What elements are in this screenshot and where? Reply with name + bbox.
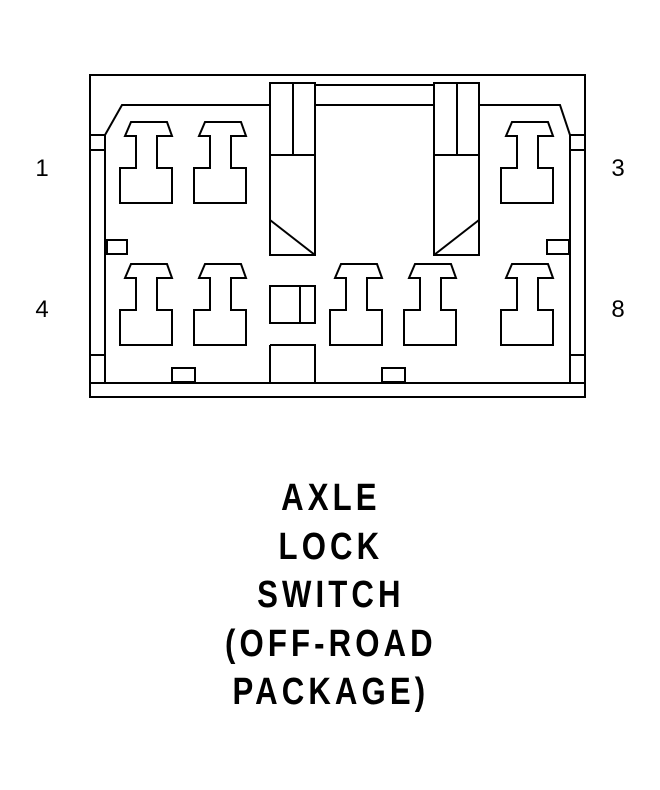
connector-outer-shell (89, 74, 586, 398)
caption-line: SWITCH (257, 574, 405, 616)
terminal-cavity (500, 263, 555, 346)
left-tab (106, 239, 128, 255)
pin-label-3: 3 (611, 155, 624, 182)
inner-cavity (90, 104, 585, 383)
pin-label-1: 1 (35, 155, 48, 182)
right-latch (433, 82, 480, 256)
caption-line: AXLE (281, 477, 381, 519)
right-tab (546, 239, 570, 255)
terminal-cavity (119, 121, 174, 204)
terminal-cavity (500, 121, 555, 204)
pin-label-8: 8 (611, 296, 624, 323)
pin-label-4: 4 (35, 296, 48, 323)
terminal-cavity (193, 121, 248, 204)
terminal-cavity (193, 263, 248, 346)
top-bridge (314, 84, 435, 106)
diagram-caption: AXLE LOCK SWITCH (OFF-ROAD PACKAGE) (60, 474, 601, 717)
bottom-tab-right (381, 367, 406, 383)
left-latch (269, 82, 316, 256)
terminal-cavity (403, 263, 458, 346)
bottom-tab-left (171, 367, 196, 383)
terminal-cavity (329, 263, 384, 346)
caption-line: LOCK (278, 525, 384, 568)
caption-line: PACKAGE) (232, 671, 430, 713)
caption-line: (OFF-ROAD (225, 622, 437, 665)
center-key (269, 285, 316, 324)
terminal-cavity (119, 263, 174, 346)
